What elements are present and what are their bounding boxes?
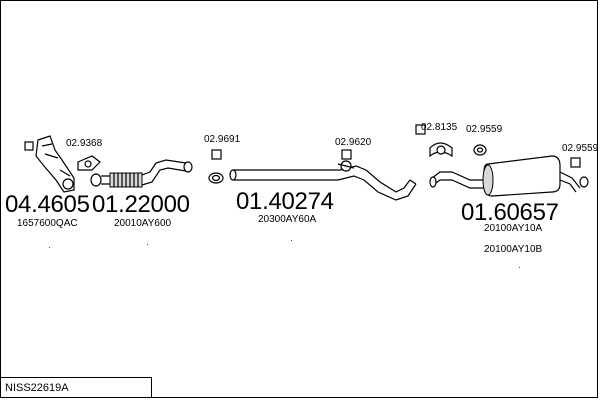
dot-marker [147, 244, 148, 245]
dot-marker [519, 267, 520, 268]
ring-number[interactable]: 02.9691 [204, 134, 241, 145]
diagram-code: NISS22619A [5, 382, 69, 394]
middle-pipe-oem: 20300AY60A [258, 214, 317, 225]
front-pipe-oem: 20010AY600 [114, 218, 172, 229]
catalytic-converter-drawing[interactable] [24, 135, 75, 193]
rear-silencer-drawing[interactable] [429, 155, 581, 197]
middle-pipe-number[interactable]: 01.40274 [236, 188, 334, 215]
rubber-mount-drawing[interactable] [473, 144, 487, 156]
rubber-mount-number-2[interactable]: 02.9559 [562, 143, 599, 154]
dot-marker [49, 247, 50, 248]
catalytic-converter-oem: 1657600QAC [17, 218, 78, 229]
ring-drawing[interactable] [208, 149, 224, 184]
rear-silencer-oem-1: 20100AY10A [484, 223, 543, 234]
clamp-drawing[interactable] [337, 149, 355, 172]
gasket-number[interactable]: 02.9368 [66, 138, 103, 149]
clamp-number[interactable]: 02.9620 [335, 137, 372, 148]
mount-number[interactable]: 02.8135 [421, 122, 458, 133]
rear-silencer-oem-2: 20100AY10B [484, 244, 543, 255]
dot-marker [291, 240, 292, 241]
front-pipe-drawing[interactable] [90, 159, 193, 188]
rubber-mount-drawing-2[interactable] [570, 157, 589, 188]
rubber-mount-number[interactable]: 02.9559 [466, 124, 503, 135]
middle-pipe-drawing[interactable] [229, 165, 417, 201]
gasket-drawing[interactable] [77, 155, 101, 171]
rear-silencer-number[interactable]: 01.60657 [461, 199, 559, 226]
front-pipe-number[interactable]: 01.22000 [92, 191, 190, 218]
mount-drawing[interactable] [415, 124, 453, 158]
catalytic-converter-number[interactable]: 04.4605 [5, 191, 90, 218]
caption-box: NISS22619A [0, 377, 152, 398]
